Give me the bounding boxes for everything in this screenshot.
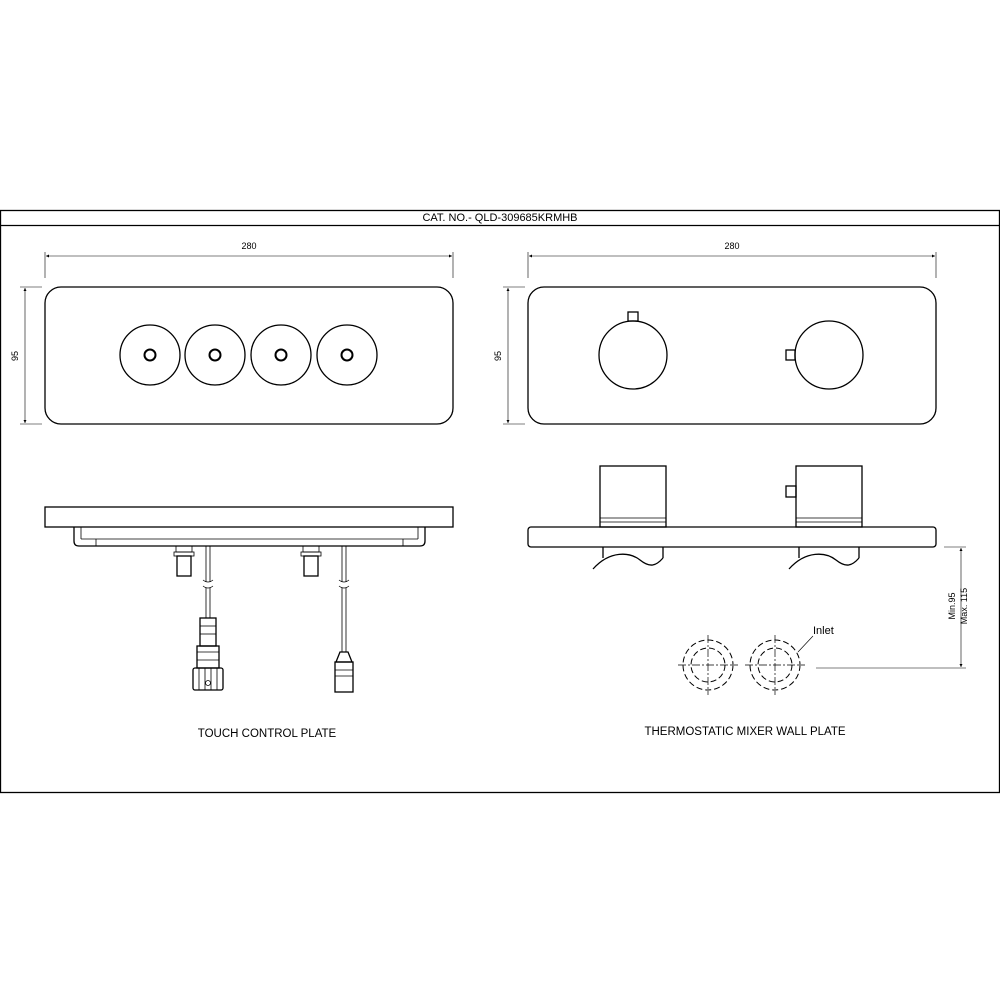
round-plug-connector xyxy=(192,617,224,691)
power-cable xyxy=(202,546,214,618)
mixer-plate-height-label: 95 xyxy=(493,351,503,361)
drawing-frame xyxy=(0,209,1000,794)
touch-plate-caption: TOUCH CONTROL PLATE xyxy=(198,728,337,740)
touch-button xyxy=(316,324,378,386)
flat-plug-connector xyxy=(334,651,354,693)
touch-button xyxy=(184,324,246,386)
depth-min-label: Min.95 xyxy=(947,592,957,619)
catalog-number: CAT. NO.- QLD-309685KRMHB xyxy=(422,212,577,224)
connector-stub xyxy=(173,545,195,577)
touch-plate-height-dimension xyxy=(20,286,42,425)
inlet-cold xyxy=(745,635,805,695)
inlet-leader-line xyxy=(797,635,814,653)
signal-cable xyxy=(338,546,350,652)
mixer-plate-side-view xyxy=(527,526,937,548)
touch-plate-width-label: 280 xyxy=(241,241,256,251)
mixer-plate-caption: THERMOSTATIC MIXER WALL PLATE xyxy=(644,726,845,738)
mixer-plate-front xyxy=(527,286,937,425)
mixer-plate-width-dimension xyxy=(527,252,937,278)
connector-stub xyxy=(300,545,322,577)
inlet-hot xyxy=(678,635,738,695)
temperature-knob xyxy=(598,311,668,390)
mixer-plate-height-dimension xyxy=(503,286,525,425)
touch-plate-side-view xyxy=(44,506,454,547)
touch-button xyxy=(119,324,181,386)
flow-knob xyxy=(785,320,864,390)
mixer-plate-width-label: 280 xyxy=(724,241,739,251)
touch-plate-front xyxy=(44,286,454,425)
touch-button xyxy=(250,324,312,386)
flow-knob-side xyxy=(785,465,863,570)
touch-plate-height-label: 95 xyxy=(10,351,20,361)
inlet-label: Inlet xyxy=(813,625,834,637)
temperature-knob-side xyxy=(592,465,667,570)
touch-plate-width-dimension xyxy=(44,252,454,278)
mixer-depth-dimension xyxy=(816,546,966,669)
depth-max-label: Max. 115 xyxy=(959,588,969,624)
